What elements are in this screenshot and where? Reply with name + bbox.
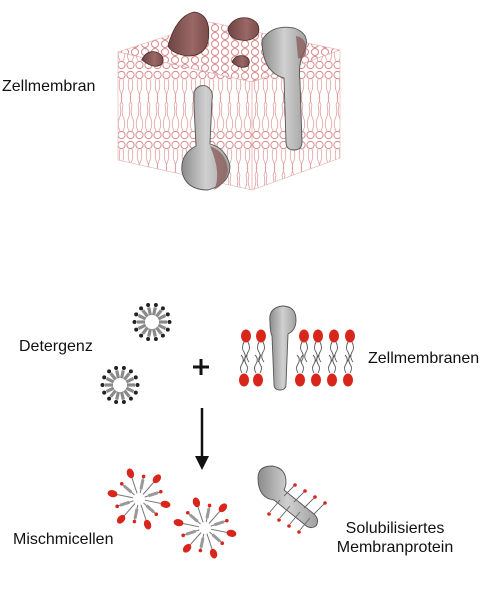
- label-solubilisiertes-line1: Solubilisiertes: [345, 520, 445, 537]
- mixed-micelle-2: [173, 497, 237, 559]
- protein-gray-right: [261, 26, 307, 151]
- protein-brown-2: [227, 17, 260, 41]
- lipid-bilayer-section: [239, 329, 355, 387]
- label-mischmicellen: Mischmicellen: [13, 531, 114, 548]
- solubilized-protein: [257, 465, 327, 534]
- label-zellmembranen: Zellmembranen: [368, 350, 480, 367]
- detergent-micelle-1: [132, 302, 172, 342]
- process-arrow: [195, 408, 209, 470]
- label-solubilisiertes-protein: Solubilisiertes Membranprotein: [330, 519, 460, 557]
- label-solubilisiertes-line2: Membranprotein: [336, 539, 454, 556]
- protein-brown-1: [167, 11, 210, 57]
- label-detergenz: Detergenz: [19, 338, 93, 355]
- detergent-micelle-2: [100, 365, 140, 405]
- membrane-protein-in-bilayer: [269, 305, 297, 391]
- mixed-micelle-1: [107, 468, 171, 530]
- label-zellmembran: Zellmembran: [2, 78, 96, 95]
- cell-membrane-illustration: [116, 11, 342, 191]
- plus-sign: [193, 359, 209, 375]
